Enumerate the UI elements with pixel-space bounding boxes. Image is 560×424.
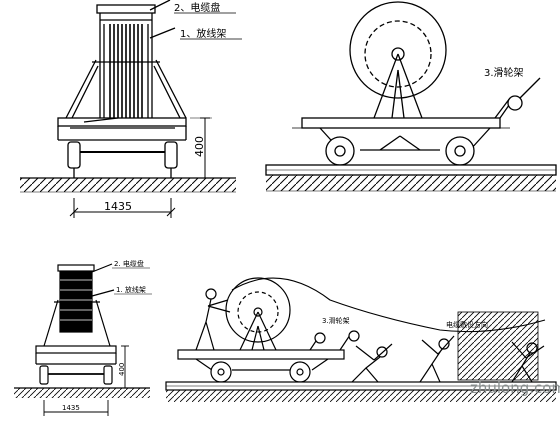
label-pay-off-rack-bottom: 1. 放线架 bbox=[116, 285, 146, 294]
label-cable-drum-top: 2、电缆盘 bbox=[174, 1, 220, 14]
label-cable-right-bottom: 电缆敷设方向 bbox=[446, 320, 488, 329]
watermark-text: zhulong.com bbox=[470, 379, 560, 397]
dim-gauge-top bbox=[69, 198, 176, 218]
label-cable-drum-bottom: 2. 电缆盘 bbox=[114, 259, 144, 268]
front-view-bottom bbox=[14, 263, 150, 398]
dim-gauge-bottom bbox=[43, 400, 109, 416]
pulley-rack-bottom bbox=[309, 330, 360, 351]
pay-off-rack-front-bottom bbox=[43, 299, 111, 347]
worker-middle bbox=[351, 343, 393, 383]
cable-drum-front-top bbox=[96, 4, 156, 123]
dim-height-bottom-text: 400 bbox=[118, 363, 126, 376]
label-pulley-rack-bottom: 3.滑轮架 bbox=[322, 316, 350, 325]
front-view-top bbox=[20, 0, 236, 193]
pay-off-rack-front-top bbox=[65, 59, 187, 119]
dim-height-top-text: 400 bbox=[193, 136, 206, 157]
side-view-top bbox=[265, 1, 557, 192]
dim-gauge-top-text: 1435 bbox=[104, 200, 132, 213]
dim-height-bottom bbox=[121, 345, 129, 389]
label-pulley-rack-top: 3.滑轮架 bbox=[484, 66, 524, 79]
dim-height-top bbox=[190, 117, 212, 179]
cable-drum-side-bottom bbox=[225, 277, 291, 343]
cable-drum-front-bottom bbox=[57, 264, 95, 333]
laying-scene-bottom bbox=[165, 277, 557, 402]
pulley-rack-top bbox=[494, 77, 541, 119]
worker-left bbox=[195, 288, 231, 351]
dim-gauge-bottom-text: 1435 bbox=[62, 404, 80, 412]
label-pay-off-rack-top: 1、放线架 bbox=[180, 27, 226, 40]
cable-drum-side-top bbox=[349, 1, 447, 99]
worker-right-1 bbox=[419, 335, 455, 383]
